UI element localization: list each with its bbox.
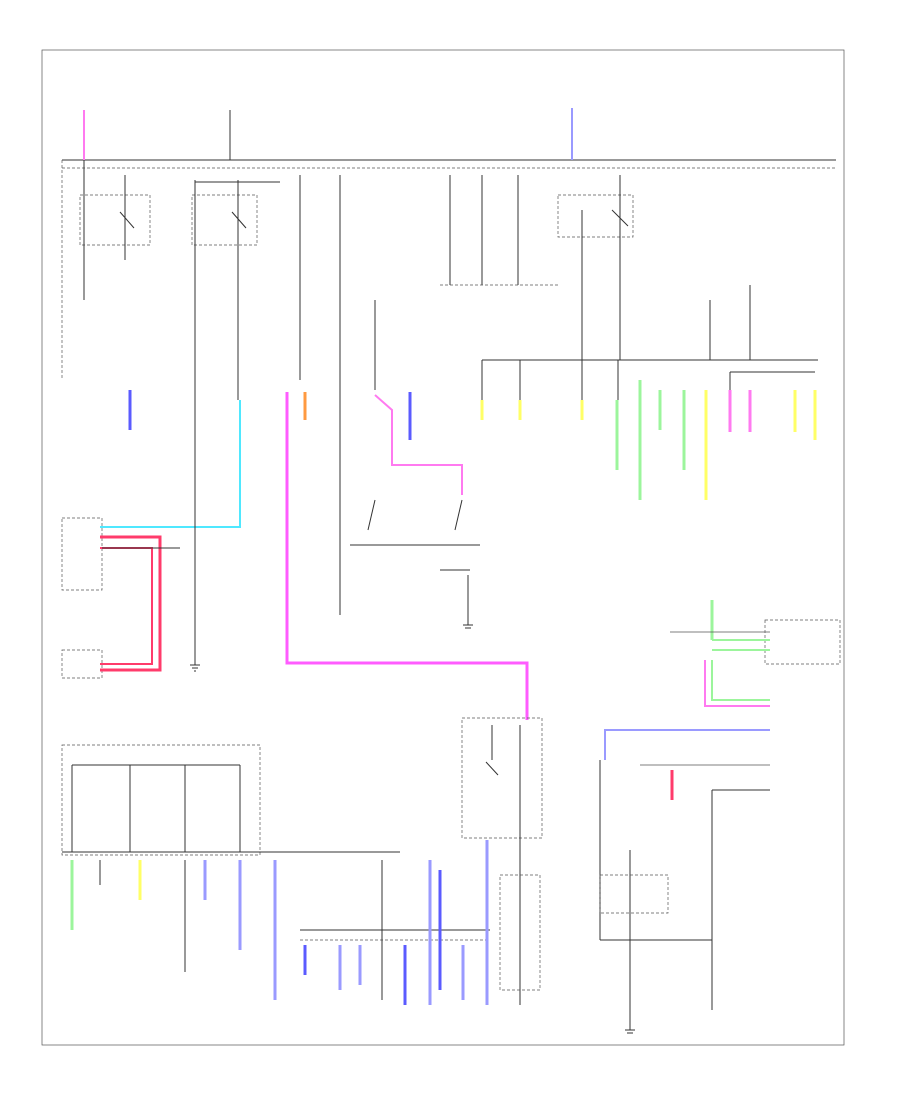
- bottom-left-module: [61, 744, 400, 856]
- fuse-drops: [299, 175, 560, 615]
- bottom-right-wires: [499, 760, 770, 1030]
- top-supply-drops: [83, 108, 573, 160]
- right-connector-block: [670, 600, 841, 707]
- center-switch-block: [461, 717, 543, 850]
- ground-symbols: [190, 624, 635, 1034]
- right-bus-drops: [481, 285, 815, 430]
- right-colored-wires: [615, 380, 817, 500]
- center-switches: [350, 300, 480, 625]
- left-module: [61, 517, 103, 679]
- pink-zigzag-wire: [374, 394, 463, 495]
- bottom-colored-wires: [70, 860, 277, 1000]
- cyan-wire: [100, 400, 241, 528]
- red-wires-left: [100, 535, 180, 672]
- relay-3: [557, 175, 634, 360]
- connector-stubs-row1: [128, 390, 584, 440]
- bottom-center-bus: [300, 840, 490, 1005]
- pink-long-wire: [285, 392, 529, 720]
- right-middle-wires: [604, 729, 770, 800]
- diagram-frame: [41, 49, 845, 1046]
- relay-1: [79, 160, 151, 300]
- relay-2: [191, 180, 280, 400]
